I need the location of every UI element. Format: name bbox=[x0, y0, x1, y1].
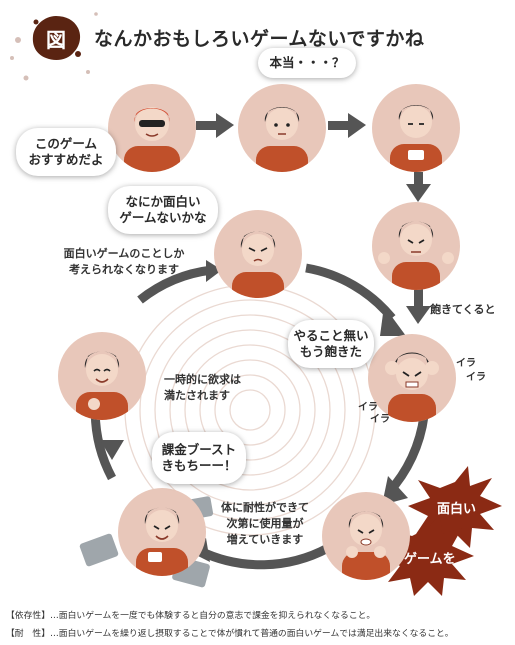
bubble-boost: 課金ブースト きもちーー！ bbox=[152, 432, 246, 484]
tolerance-figure bbox=[136, 507, 188, 576]
bubble-recommend: このゲーム おすすめだよ bbox=[16, 128, 116, 176]
burst-label-game: ゲームを bbox=[404, 552, 456, 567]
person-getting-bored bbox=[372, 202, 460, 290]
bubble-wonder: なにか面白い ゲームないかな bbox=[108, 186, 218, 234]
bubble-really: 本当・・・？ bbox=[258, 48, 356, 78]
burst-label-interesting: 面白い bbox=[437, 502, 477, 517]
figure-badge: 図 bbox=[30, 14, 82, 62]
badge-label: 図 bbox=[46, 27, 66, 52]
caption-only-game: 面白いゲームのことしか 考えられなくなります bbox=[63, 247, 185, 276]
footnote-tolerance: 【耐 性】…面白いゲームを繰り返し摂取することで体が慣れて普通の面白いゲームでは… bbox=[6, 626, 454, 639]
footnote-dependence: 【依存性】…面白いゲームを一度でも体験すると自分の意志で課金を抑えられなくなるこ… bbox=[6, 608, 375, 621]
bored-figure bbox=[378, 221, 454, 290]
caption-tolerance: 体に耐性ができて 次第に使用量が 増えていきます bbox=[221, 501, 309, 546]
footnote-term: 【耐 性】 bbox=[6, 629, 50, 639]
header-splash bbox=[10, 12, 98, 81]
irritation-text-4: イラ bbox=[370, 414, 390, 425]
bubble-bored: やること無い もう飽きた bbox=[288, 320, 374, 368]
footnote-text: …面白いゲームを一度でも体験すると自分の意志で課金を抑えられなくなること。 bbox=[50, 611, 376, 621]
irritated-figure bbox=[385, 352, 439, 422]
person-recommender bbox=[108, 84, 196, 172]
person-tolerance bbox=[118, 488, 206, 576]
doubtful-figure bbox=[256, 107, 308, 172]
person-doubtful bbox=[238, 84, 326, 172]
footnote-text: …面白いゲームを繰り返し摂取することで体が慣れて普通の面白いゲームでは満足出来な… bbox=[50, 629, 454, 639]
wanting-figure bbox=[232, 231, 284, 298]
craving-figure bbox=[342, 511, 390, 580]
person-wanting bbox=[214, 210, 302, 298]
person-craving bbox=[322, 492, 410, 580]
irritation-text-2: イラ bbox=[466, 372, 486, 383]
playing-figure bbox=[390, 105, 442, 172]
person-irritated bbox=[368, 334, 456, 422]
flow-arrows bbox=[196, 113, 431, 324]
person-playing bbox=[372, 84, 460, 172]
person-satisfied bbox=[58, 332, 146, 420]
paint-splash-icon bbox=[32, 16, 81, 60]
recommender-figure bbox=[124, 107, 180, 172]
irritation-text-1: イラ bbox=[456, 358, 476, 369]
caption-get-bored: 飽きてくると bbox=[430, 303, 496, 316]
satisfied-figure bbox=[76, 351, 128, 420]
caption-satisfied: 一時的に欲求は 満たされます bbox=[164, 373, 241, 402]
footnote-term: 【依存性】 bbox=[6, 611, 50, 621]
irritation-text-3: イラ bbox=[358, 402, 378, 413]
page-title: なんかおもしろいゲームないですかね bbox=[94, 28, 425, 50]
